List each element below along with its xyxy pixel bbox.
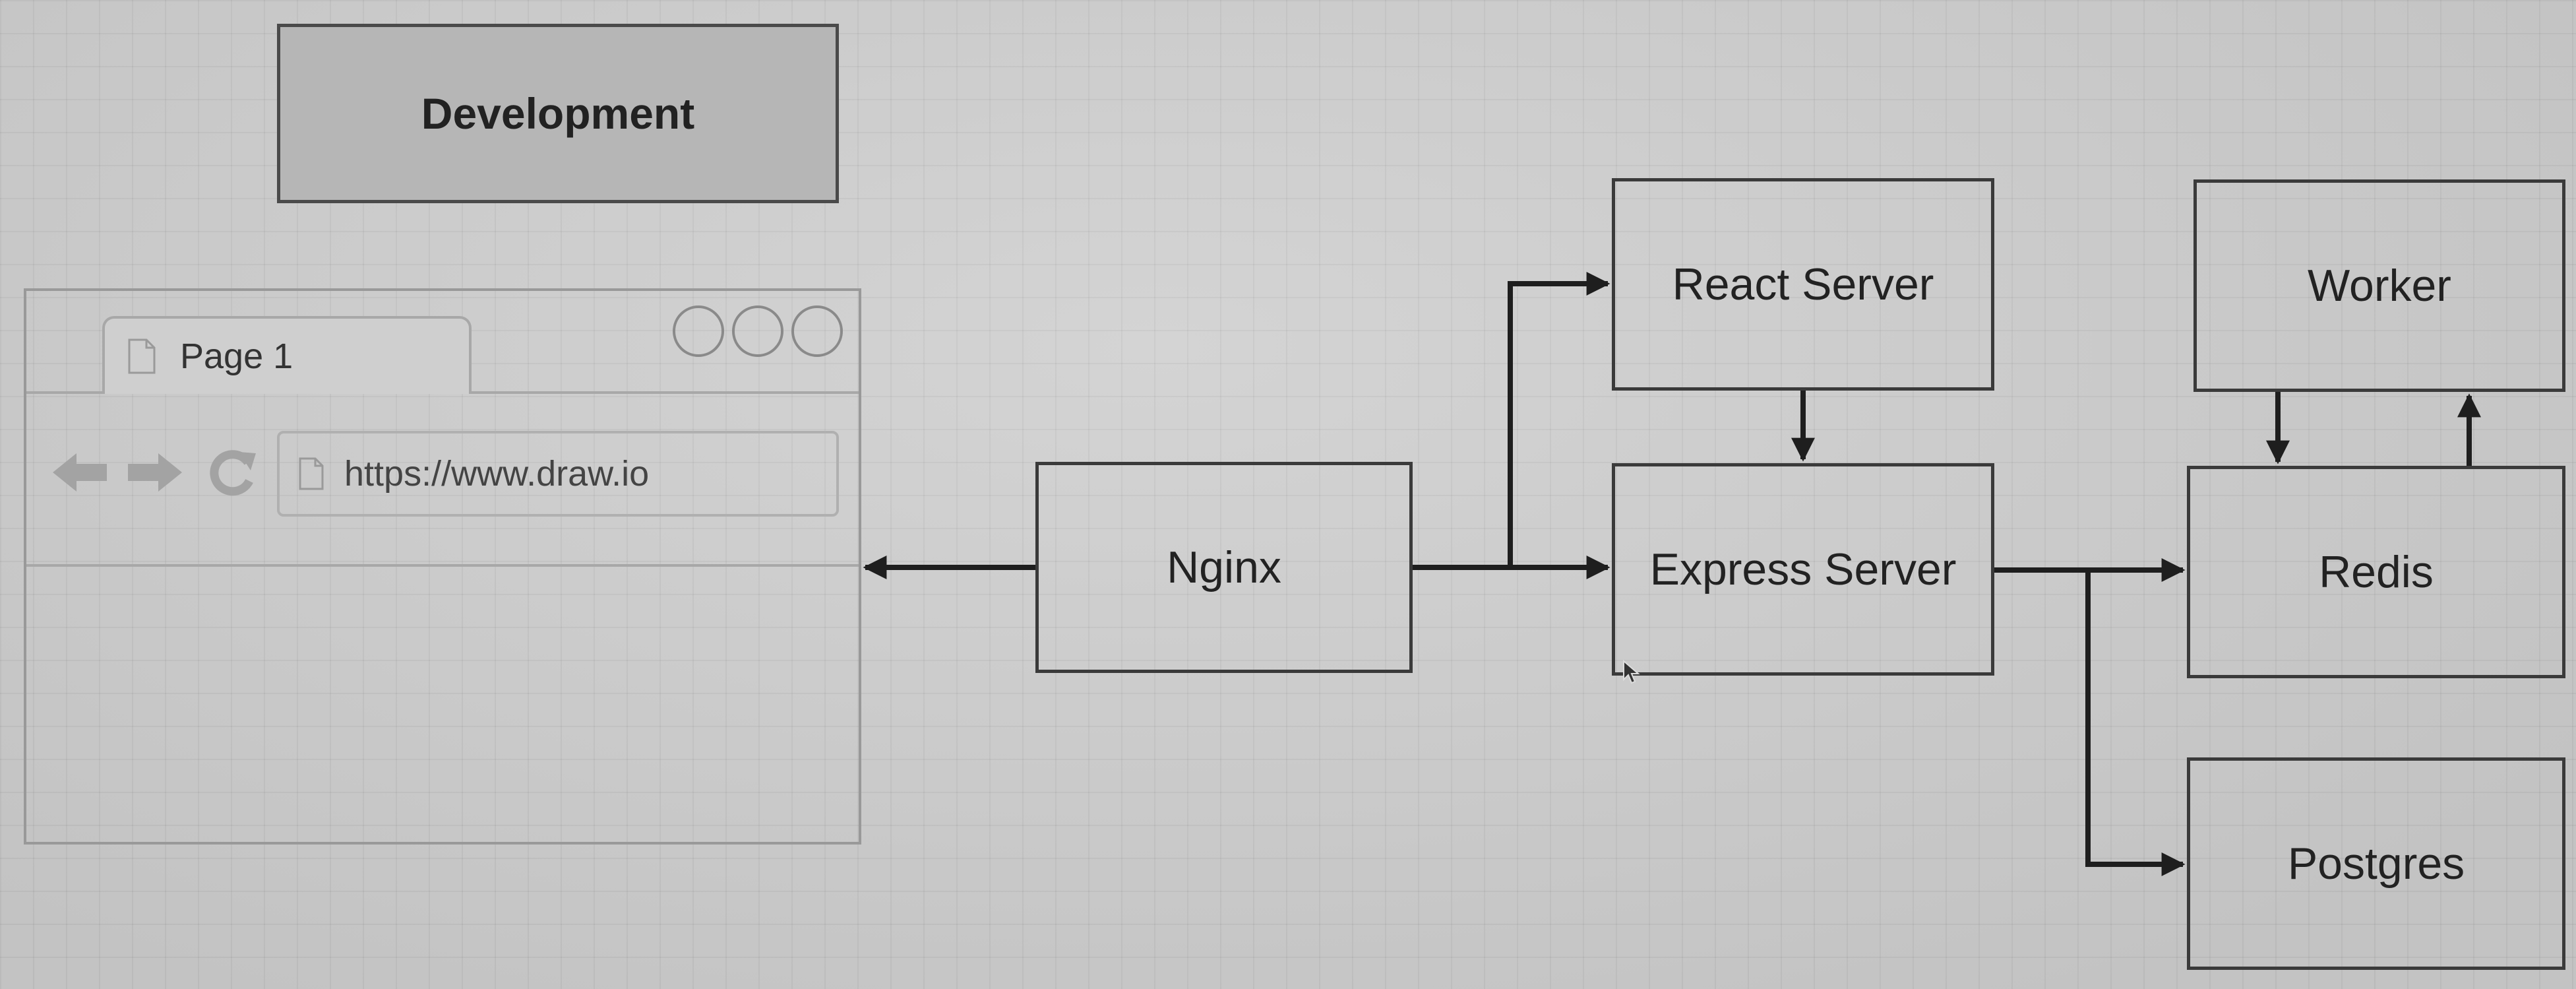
redis-label: Redis [2319,547,2434,597]
postgres-node[interactable]: Postgres [2187,757,2565,970]
reload-icon[interactable] [206,447,259,499]
react-server-label: React Server [1672,259,1934,309]
environment-title: Development [277,24,839,203]
back-arrow-icon[interactable] [50,449,109,495]
worker-node[interactable]: Worker [2193,179,2565,392]
react-server-node[interactable]: React Server [1612,178,1994,391]
page-icon [299,457,324,490]
browser-mockup: Page 1 https://www.draw.io [24,288,861,845]
mouse-cursor-icon [1623,660,1640,684]
postgres-label: Postgres [2287,839,2465,889]
nginx-label: Nginx [1167,542,1281,592]
window-close-button[interactable] [791,305,843,357]
page-icon [128,338,156,374]
forward-arrow-icon[interactable] [125,449,185,495]
express-server-label: Express Server [1649,544,1957,594]
address-bar[interactable]: https://www.draw.io [277,431,839,517]
browser-tab[interactable]: Page 1 [102,316,472,394]
window-minimize-button[interactable] [673,305,724,357]
address-url: https://www.draw.io [344,454,650,494]
nginx-node[interactable]: Nginx [1035,462,1413,673]
express-server-node[interactable]: Express Server [1612,463,1994,676]
browser-divider [26,564,859,567]
redis-node[interactable]: Redis [2187,466,2565,678]
express-to-postgres-arrow [2085,570,2186,876]
environment-title-label: Development [421,89,695,138]
browser-tab-label: Page 1 [180,336,293,376]
worker-label: Worker [2308,261,2451,311]
nginx-to-react-arrow [1508,272,1610,567]
window-maximize-button[interactable] [732,305,783,357]
